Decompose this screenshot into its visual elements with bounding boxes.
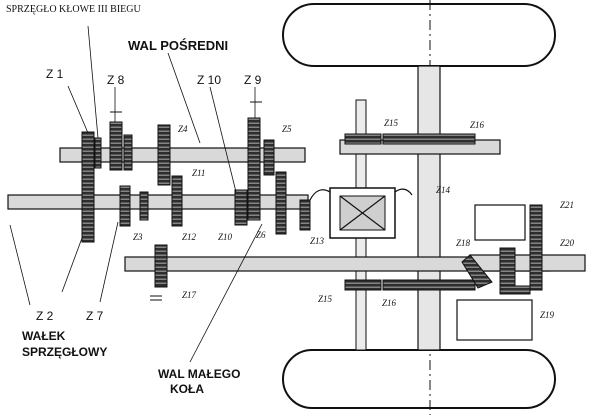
label-z7: Z 7 xyxy=(86,309,104,323)
gear-label-z16a: Z16 xyxy=(470,120,485,130)
label-z10: Z 10 xyxy=(197,73,221,87)
differential-arm-left xyxy=(309,189,331,201)
gear-z9 xyxy=(247,117,261,221)
gear-label-z20: Z20 xyxy=(560,238,575,248)
label-z8: Z 8 xyxy=(107,73,125,87)
gear-z16-lower xyxy=(382,279,476,291)
bevel-gear-z18 xyxy=(461,254,493,289)
gear-label-z10s: Z10 xyxy=(218,232,233,242)
gear-label-z5: Z5 xyxy=(282,124,292,134)
gear-label-z3: Z3 xyxy=(133,232,143,242)
diff-cross-b xyxy=(339,195,386,231)
label-z9: Z 9 xyxy=(244,73,262,87)
label-walek-line2: SPRZĘGŁOWY xyxy=(22,345,107,359)
label-sprzeglo: SPRZĘGŁO KŁOWE III BIEGU xyxy=(6,4,141,15)
gear-z16-upper xyxy=(382,133,476,145)
gear-label-z4: Z4 xyxy=(178,124,188,134)
gear-z5 xyxy=(263,139,275,176)
label-wal-malego-line1: WAL MAŁEGO xyxy=(158,367,240,381)
shift-arrow-marks xyxy=(110,101,262,301)
label-walek-line1: WAŁEK xyxy=(22,329,66,343)
gear-z21 xyxy=(529,204,543,291)
label-z2: Z 2 xyxy=(36,309,54,323)
gear-label-z15b: Z15 xyxy=(318,294,333,304)
right-output-shaft xyxy=(469,254,586,272)
gear-label-z21: Z21 xyxy=(560,200,574,210)
gear-z15-upper xyxy=(344,133,382,145)
gear-label-z11: Z11 xyxy=(192,168,205,178)
label-wal-malego-line2: KOŁA xyxy=(170,382,204,396)
gear-z20 xyxy=(499,285,531,295)
bottom-wheel xyxy=(282,349,556,409)
gear-label-z19: Z19 xyxy=(540,310,555,320)
bevel-gear-z19 xyxy=(499,247,516,291)
gear-label-z6: Z6 xyxy=(256,230,266,240)
label-wal-posredni: WAL POŚREDNI xyxy=(128,38,228,53)
right-upper-box xyxy=(474,204,526,241)
gear-z3b xyxy=(139,191,149,221)
walek-sprzeglowy-shaft xyxy=(7,194,309,210)
gear-z17 xyxy=(154,244,168,288)
gear-z8 xyxy=(109,121,123,171)
gear-label-z16b: Z16 xyxy=(382,298,397,308)
differential-arm-right xyxy=(394,188,413,196)
gear-label-z12: Z12 xyxy=(182,232,197,242)
vertical-axle xyxy=(417,65,441,351)
top-wheel xyxy=(282,3,556,67)
gear-z13-left xyxy=(299,199,311,231)
right-lower-box xyxy=(456,299,533,341)
leader-lines xyxy=(9,25,263,363)
gear-z3 xyxy=(119,185,131,227)
gear-z15-lower xyxy=(344,279,382,291)
gear-z4 xyxy=(157,124,171,186)
gear-label-z13: Z13 xyxy=(310,236,325,246)
gear-label-z15a: Z15 xyxy=(384,118,399,128)
gear-label-z17: Z17 xyxy=(182,290,197,300)
gear-label-z18: Z18 xyxy=(456,238,471,248)
gear-z1b xyxy=(94,137,102,169)
gear-label-z14: Z14 xyxy=(436,185,451,195)
gear-z6 xyxy=(275,171,287,235)
gear-z10 xyxy=(234,189,248,226)
gear-z11 xyxy=(171,175,183,227)
gear-z1 xyxy=(81,131,95,243)
label-z1: Z 1 xyxy=(46,67,64,81)
gear-z8b xyxy=(123,134,133,171)
